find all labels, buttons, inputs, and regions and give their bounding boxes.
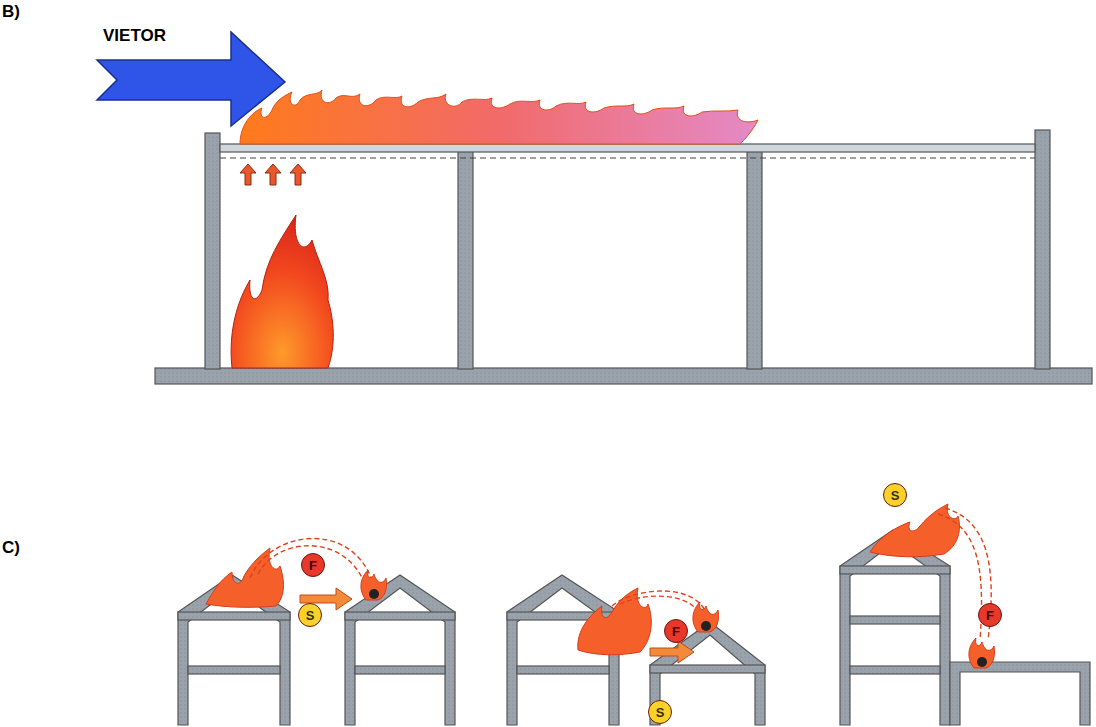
heat-arrows xyxy=(240,164,306,185)
spark-circle: S xyxy=(298,603,322,627)
heat-arrows xyxy=(300,588,694,663)
ceiling-line xyxy=(220,158,1035,159)
firebrand-paths xyxy=(250,508,991,640)
panel-label: B) xyxy=(2,2,20,22)
circle-letter: F xyxy=(309,558,317,573)
fire-circle: F xyxy=(978,603,1002,627)
room-fire xyxy=(231,215,333,368)
fire-circle: F xyxy=(301,553,325,577)
frame-structure xyxy=(155,130,1092,384)
wind-label: VIETOR xyxy=(101,26,168,46)
spread-flames xyxy=(206,504,959,655)
buildings xyxy=(178,530,1090,725)
spark-circle: S xyxy=(883,483,907,507)
wind-arrow: VIETOR xyxy=(95,26,287,128)
circle-letter: S xyxy=(656,705,665,720)
circle-letter: F xyxy=(672,624,680,639)
firebrands xyxy=(361,570,995,668)
spark-circle: S xyxy=(648,700,672,724)
circle-letter: S xyxy=(306,608,315,623)
roof-flames xyxy=(240,90,758,144)
circle-letter: S xyxy=(891,488,900,503)
panel-label: C) xyxy=(2,538,20,558)
circle-letter: F xyxy=(986,608,994,623)
fire-circle: F xyxy=(664,619,688,643)
